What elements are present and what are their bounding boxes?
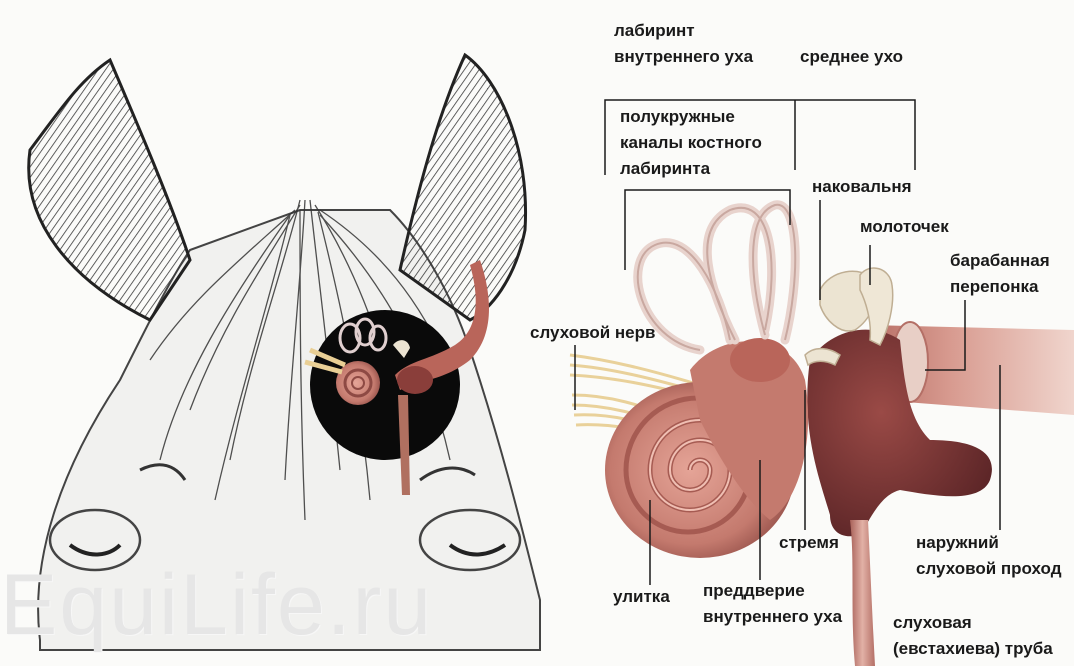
label-malleus: молоточек: [860, 214, 949, 240]
label-auditory-nerve: слуховой нерв: [530, 320, 655, 346]
label-vestibule: преддверие внутреннего уха: [703, 578, 842, 630]
label-eustachian-tube: слуховая (евстахиева) труба: [893, 610, 1053, 662]
label-external-canal: наружний слуховой проход: [916, 530, 1062, 582]
label-semicircular-canals: полукружные каналы костного лабиринта: [620, 104, 762, 182]
label-inner-ear-labyrinth: лабиринт внутреннего уха: [614, 18, 753, 70]
watermark: EquiLife.ru: [0, 560, 433, 650]
label-cochlea: улитка: [613, 584, 670, 610]
label-incus: наковальня: [812, 174, 912, 200]
label-middle-ear: среднее ухо: [800, 44, 903, 70]
label-eardrum: барабанная перепонка: [950, 248, 1050, 300]
label-stapes: стремя: [779, 530, 839, 556]
